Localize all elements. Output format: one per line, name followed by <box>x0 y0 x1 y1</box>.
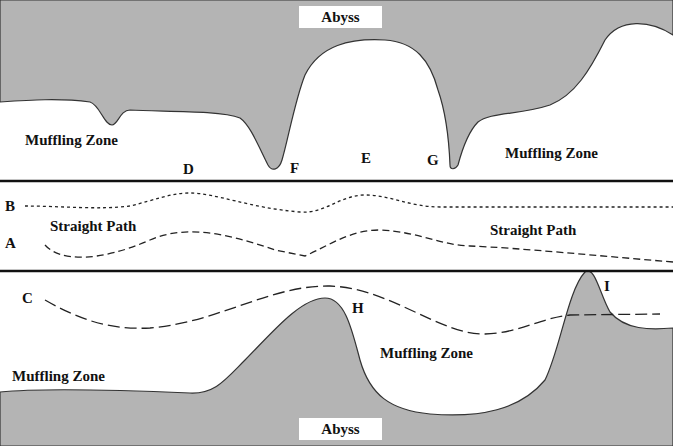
upper-abyss-region <box>0 0 673 169</box>
abyss-label: Abyss <box>321 421 360 437</box>
lower-abyss-region <box>0 271 673 446</box>
zone-label: Muffling Zone <box>505 145 598 161</box>
path-letter: B <box>5 198 15 214</box>
path-label: Straight Path <box>490 222 576 238</box>
abyss-label: Abyss <box>321 9 360 25</box>
abyss-box: Abyss <box>299 6 382 28</box>
path-c-curve <box>45 286 660 334</box>
zone-label: Muffling Zone <box>12 368 105 384</box>
point-letter: G <box>427 152 439 168</box>
point-letter: I <box>604 278 610 294</box>
path-b-curve <box>25 193 673 212</box>
point-letter: E <box>361 150 371 166</box>
abyss-box: Abyss <box>299 418 382 440</box>
lower-boundary-line <box>0 270 673 273</box>
path-a-curve <box>45 230 673 262</box>
point-letter: F <box>290 160 299 176</box>
path-letter: C <box>22 290 33 306</box>
path-letter: A <box>5 235 16 251</box>
zone-label: Muffling Zone <box>25 132 118 148</box>
zone-label: Muffling Zone <box>380 345 473 361</box>
path-label: Straight Path <box>50 218 136 234</box>
upper-boundary-line <box>0 180 673 183</box>
point-letter: D <box>183 161 194 177</box>
point-letter: H <box>352 300 364 316</box>
